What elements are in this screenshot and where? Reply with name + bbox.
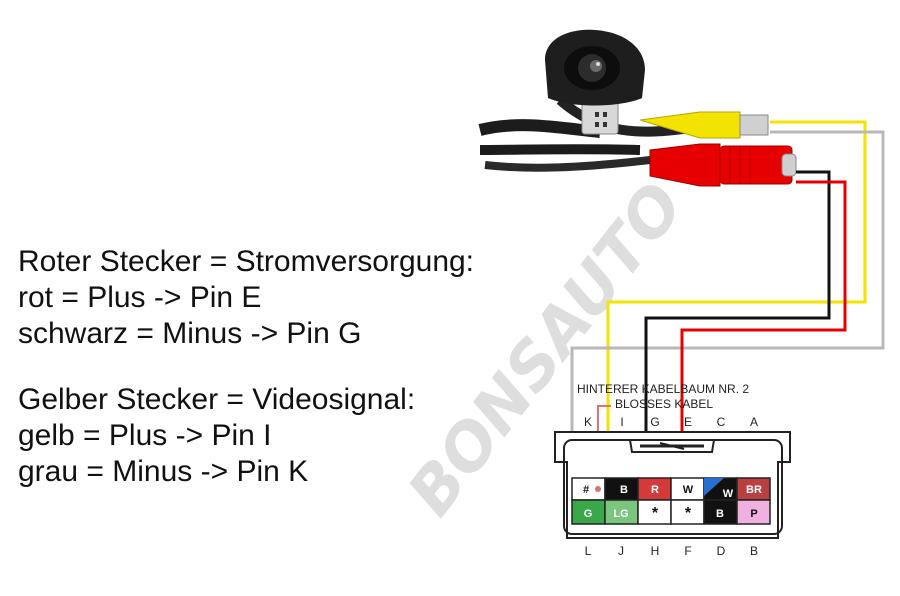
cell-i-label: B (620, 484, 628, 496)
bottom-pin-f: F (684, 544, 691, 558)
cell-k-label: # (583, 484, 589, 496)
cell-f-label: * (685, 505, 692, 522)
instructions-text: Roter Stecker = Stromversorgung: rot = P… (18, 244, 474, 490)
bottom-pin-h: H (651, 544, 660, 558)
cell-l-label: G (584, 508, 593, 520)
red-minus-line: schwarz = Minus -> Pin G (18, 317, 362, 350)
bottom-pin-l: L (585, 544, 592, 558)
cell-c-label: W (723, 488, 734, 500)
top-pin-e: E (684, 415, 692, 429)
bottom-pin-d: D (717, 544, 726, 558)
top-pin-g: G (650, 415, 659, 429)
spacer (18, 352, 474, 382)
top-pin-c: C (717, 415, 726, 429)
cell-j-label: LG (613, 508, 628, 520)
wire-yellow (606, 120, 867, 480)
bottom-pin-j: J (618, 544, 624, 558)
cell-d-label: B (716, 508, 724, 520)
red-connector-heading: Roter Stecker = Stromversorgung: (18, 245, 475, 278)
camera-body (545, 29, 645, 135)
top-pin-k: K (584, 415, 592, 429)
yellow-rca-plug (639, 111, 769, 139)
bottom-pin-b: B (750, 544, 758, 558)
camera-illustration (478, 29, 797, 187)
harness-subtitle: BLOSSES KABEL (615, 397, 713, 411)
cell-j (604, 499, 639, 525)
cell-d (703, 499, 738, 525)
wire-red (680, 180, 847, 480)
yellow-minus-line: grau = Minus -> Pin K (18, 455, 309, 488)
yellow-plus-line: gelb = Plus -> Pin I (18, 419, 272, 452)
cell-h (637, 499, 672, 525)
cell-k-dot (595, 486, 601, 492)
red-plus-line: rot = Plus -> Pin E (18, 281, 262, 314)
top-pin-a: A (750, 415, 758, 429)
cell-c-blue (704, 478, 724, 496)
top-pin-i: I (620, 415, 623, 429)
cell-h-label: * (652, 505, 659, 522)
cell-g-label: R (651, 484, 659, 496)
red-rca-plug (649, 143, 797, 187)
wire-gray (570, 130, 885, 480)
cell-e-label: W (683, 484, 694, 496)
cell-f (670, 499, 705, 525)
cell-a-label: BR (746, 484, 762, 496)
cell-b (736, 499, 771, 525)
harness-connector: HINTERER KABELBAUM NR. 2 BLOSSES KABEL K… (554, 382, 791, 558)
yellow-connector-heading: Gelber Stecker = Videosignal: (18, 383, 416, 416)
cell-b-label: P (750, 508, 757, 520)
wire-black (644, 170, 831, 480)
harness-title: HINTERER KABELBAUM NR. 2 (577, 382, 749, 396)
